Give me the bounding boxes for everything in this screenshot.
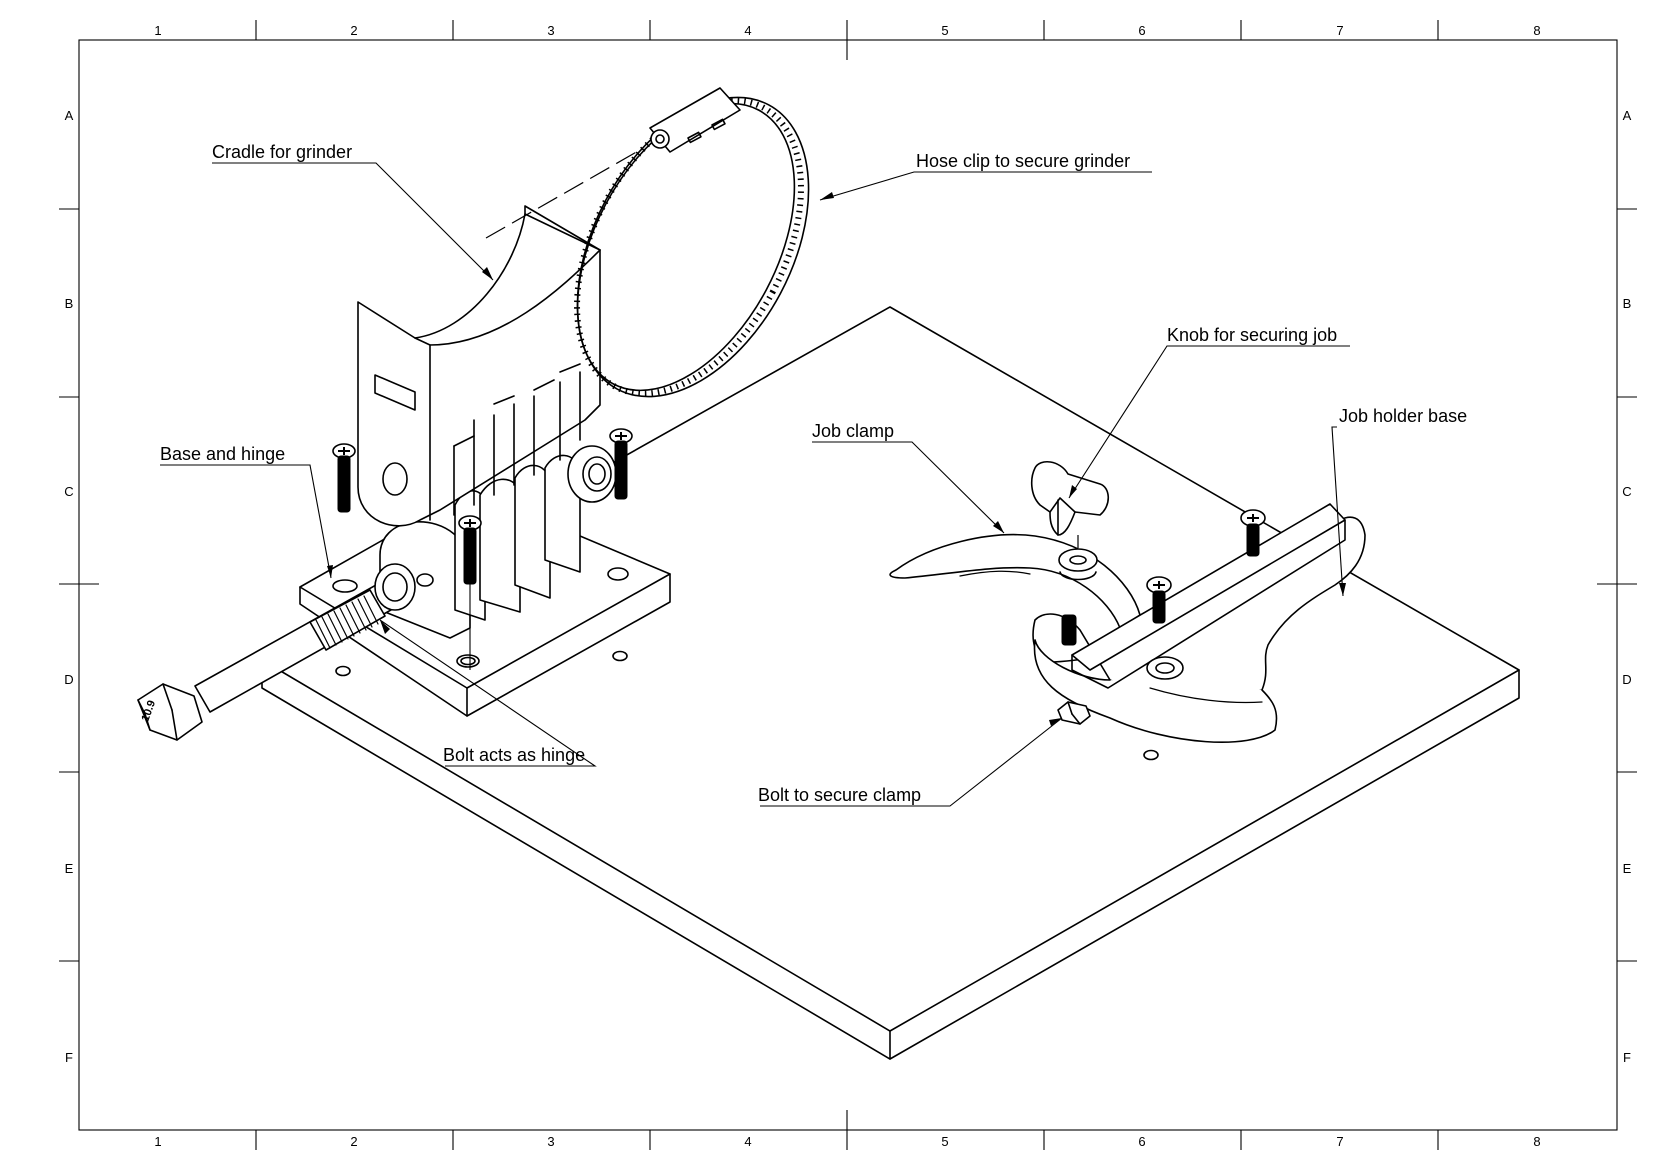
column-label: 4 <box>744 23 751 38</box>
cradle-slot <box>374 374 416 411</box>
hinge-knuckles <box>379 454 581 639</box>
leader-arrowheads <box>327 192 1346 726</box>
column-labels-top: 1 2 3 4 5 6 7 8 <box>154 23 1540 38</box>
leader-lines <box>160 162 1350 807</box>
drawing-frame: 1 2 3 4 5 6 7 8 1 2 3 4 5 6 7 8 A B C D … <box>59 20 1637 1150</box>
column-label: 1 <box>154 1134 161 1149</box>
label-bolt-to-secure-clamp: Bolt to secure clamp <box>758 785 921 805</box>
cradle-pivot-hole <box>382 462 408 496</box>
column-label: 3 <box>547 1134 554 1149</box>
label-job-clamp: Job clamp <box>812 421 894 441</box>
cradle-screw-center <box>458 515 482 585</box>
column-label: 6 <box>1138 1134 1145 1149</box>
label-base-and-hinge: Base and hinge <box>160 444 285 464</box>
row-labels-right: A B C D E F <box>1622 108 1631 1065</box>
column-label: 4 <box>744 1134 751 1149</box>
securing-knob <box>1030 461 1110 536</box>
hose-clip-screw-housing <box>649 87 741 153</box>
row-label: B <box>1623 296 1632 311</box>
clamp-bolt-nut <box>1057 701 1091 725</box>
clamp-stud <box>1061 614 1077 646</box>
label-cradle-for-grinder: Cradle for grinder <box>212 142 352 162</box>
label-hose-clip: Hose clip to secure grinder <box>916 151 1130 171</box>
clamp-washer <box>1146 656 1184 680</box>
column-label: 7 <box>1336 23 1343 38</box>
callout-labels: Cradle for grinder Hose clip to secure g… <box>160 142 1467 805</box>
row-label: E <box>1623 861 1632 876</box>
inner-border <box>78 39 1618 1131</box>
column-labels-bottom: 1 2 3 4 5 6 7 8 <box>154 1134 1540 1149</box>
row-label: F <box>1623 1050 1631 1065</box>
job-holder-base <box>1032 503 1366 743</box>
label-bolt-acts-as-hinge: Bolt acts as hinge <box>443 745 585 765</box>
row-label: F <box>65 1050 73 1065</box>
job-holder-screw-2 <box>1146 576 1172 624</box>
column-label: 2 <box>350 1134 357 1149</box>
job-holder-screw-1 <box>1240 509 1266 557</box>
hose-clip <box>485 87 810 398</box>
hinge-bolt <box>137 563 416 741</box>
row-label: D <box>1622 672 1631 687</box>
column-label: 3 <box>547 23 554 38</box>
centre-line <box>485 149 641 239</box>
column-label: 8 <box>1533 1134 1540 1149</box>
row-label: C <box>64 484 73 499</box>
row-label: C <box>1622 484 1631 499</box>
column-label: 7 <box>1336 1134 1343 1149</box>
column-label: 2 <box>350 23 357 38</box>
row-label: D <box>64 672 73 687</box>
column-label: 5 <box>941 1134 948 1149</box>
column-label: 1 <box>154 23 161 38</box>
column-label: 8 <box>1533 23 1540 38</box>
label-job-holder-base: Job holder base <box>1339 406 1467 426</box>
column-label: 5 <box>941 23 948 38</box>
row-label: A <box>65 108 74 123</box>
row-labels-left: A B C D E F <box>64 108 73 1065</box>
cradle-screw-left <box>332 443 356 513</box>
cradle-screw-right <box>609 428 633 500</box>
row-label: A <box>1623 108 1632 123</box>
grinder-cradle <box>357 205 601 527</box>
row-label: E <box>65 861 74 876</box>
label-knob-for-securing-job: Knob for securing job <box>1167 325 1337 345</box>
hinge-nut <box>567 445 617 503</box>
zone-tick-marks <box>59 20 1637 1150</box>
row-label: B <box>65 296 74 311</box>
column-label: 6 <box>1138 23 1145 38</box>
hinge-washer <box>374 563 416 611</box>
knob-washer <box>1058 548 1098 581</box>
